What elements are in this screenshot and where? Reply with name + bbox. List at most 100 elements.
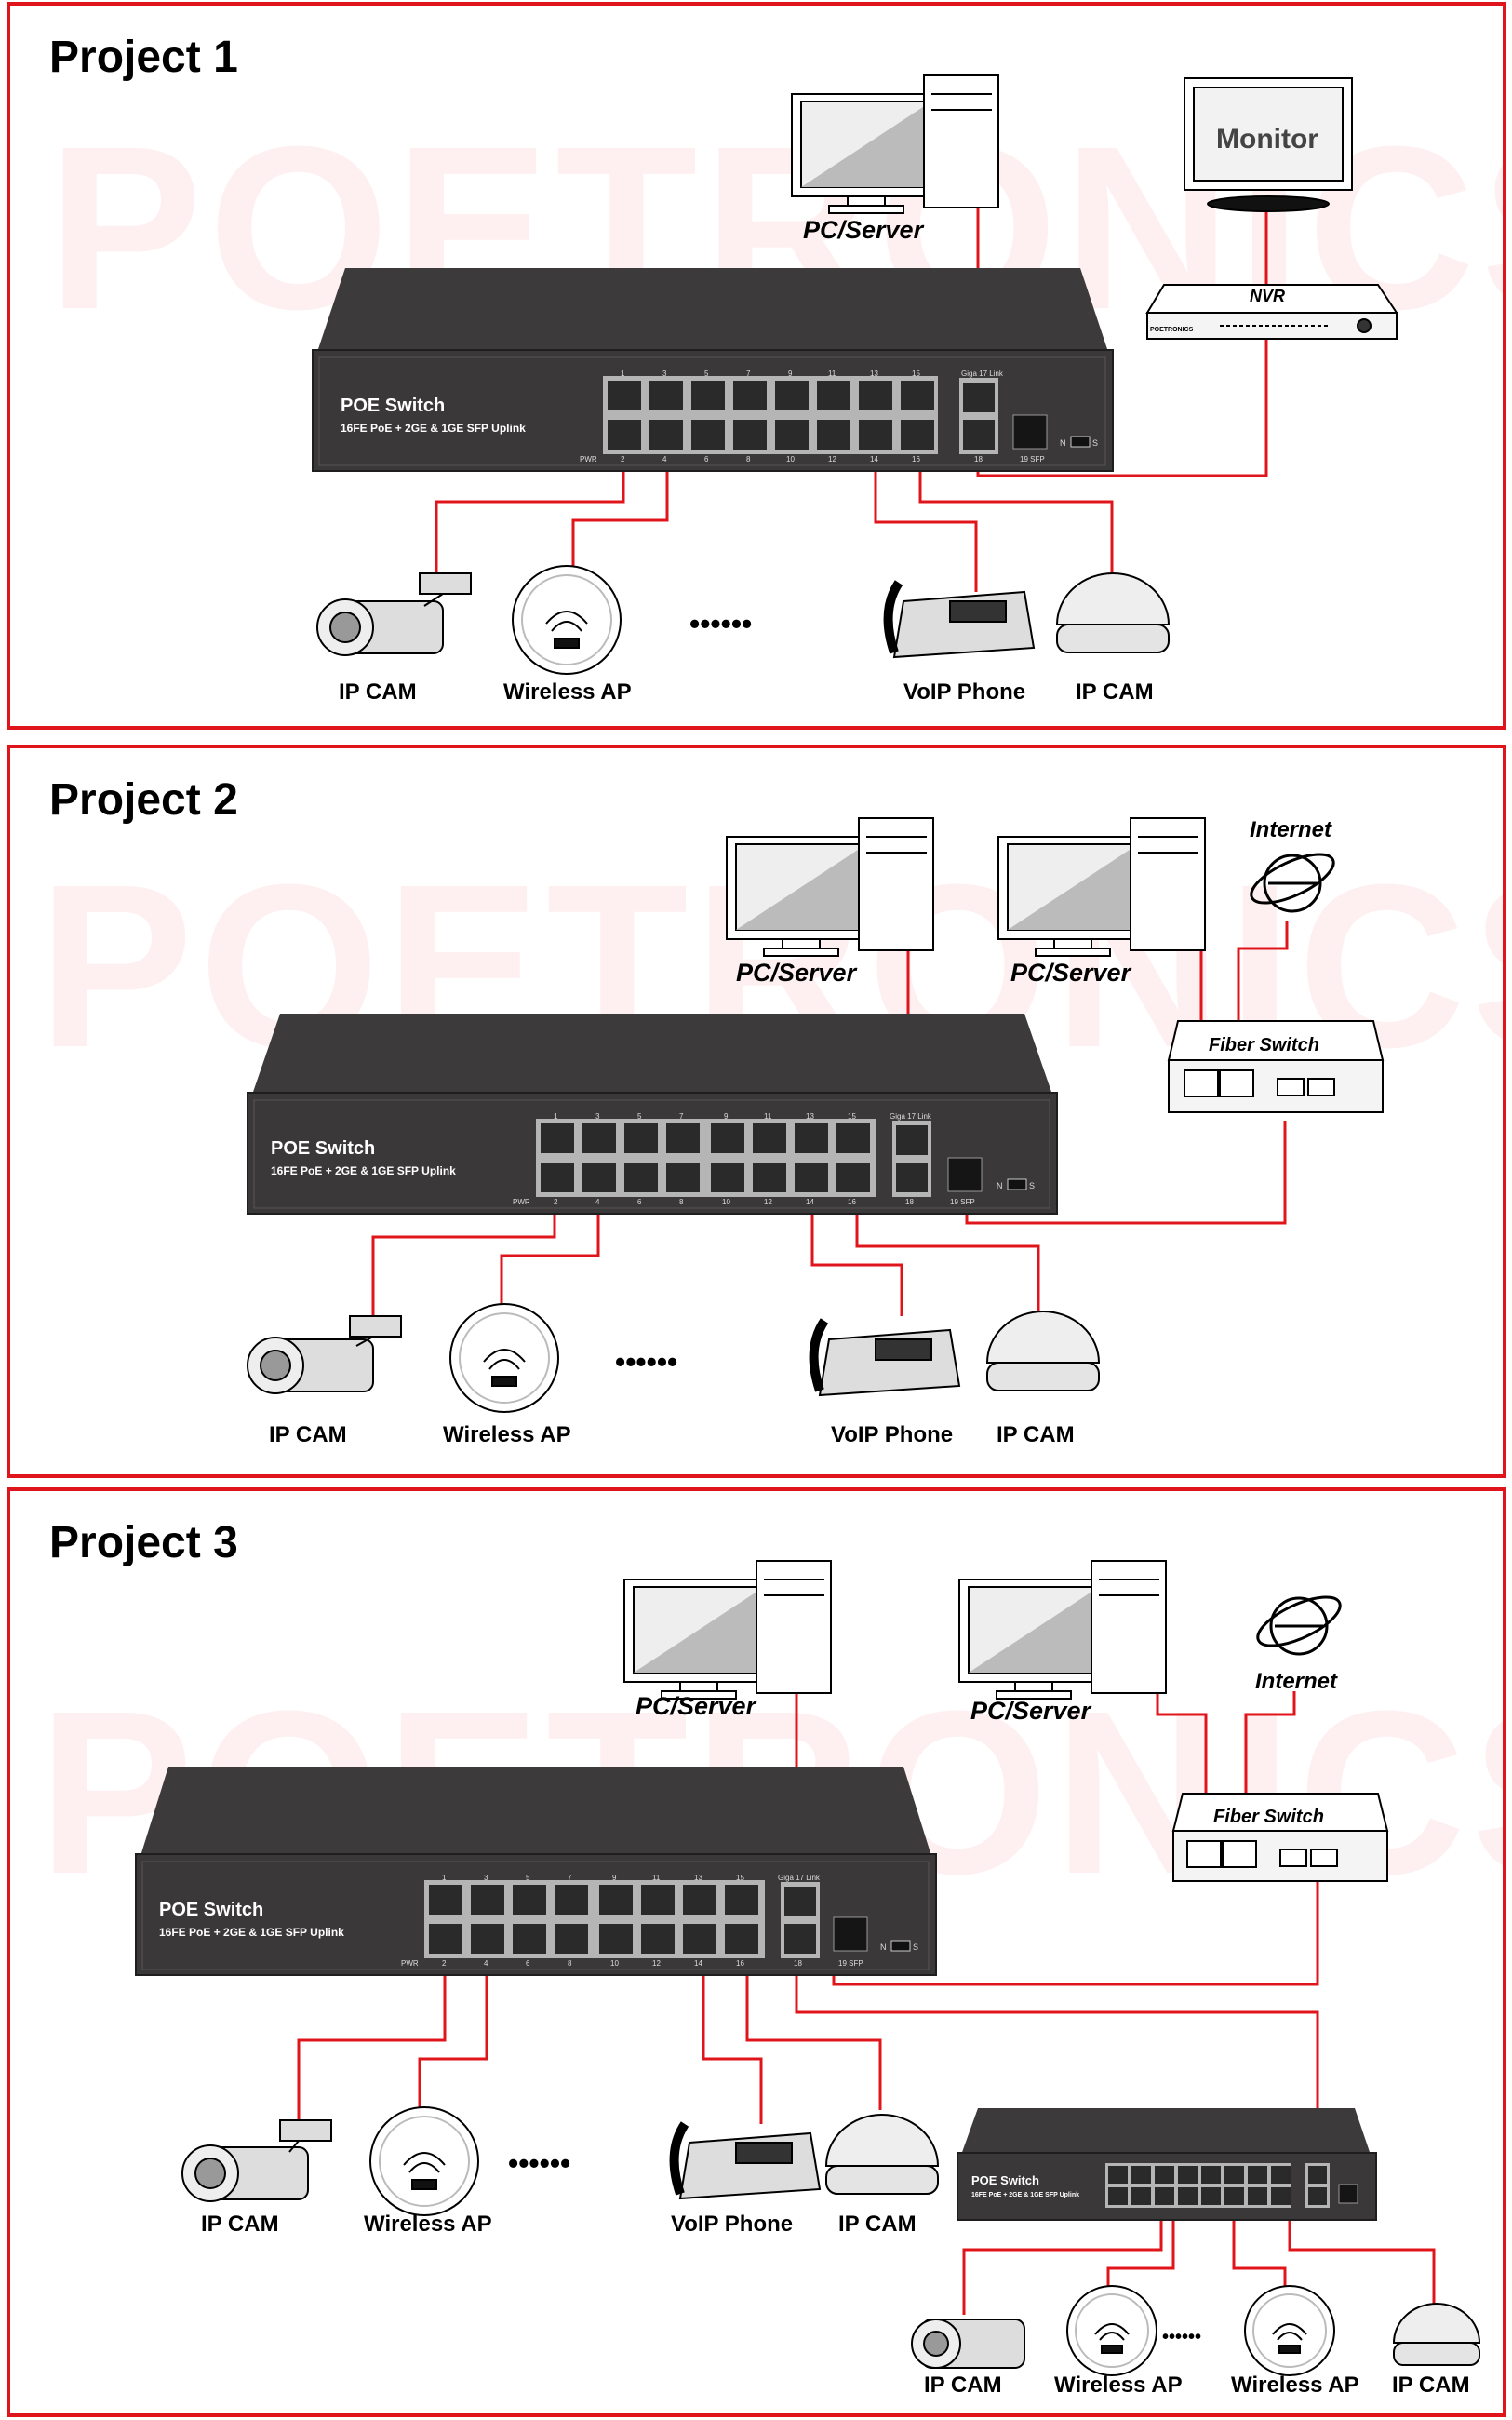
svg-text:12: 12 — [652, 1959, 661, 1968]
svg-text:11: 11 — [652, 1874, 661, 1882]
secondary-poe-switch: POE Switch 16FE PoE + 2GE & 1GE SFP Upli… — [957, 2108, 1377, 2221]
switch-title: POE Switch — [971, 2173, 1039, 2187]
svg-text:5: 5 — [526, 1874, 530, 1882]
uplink-ports — [781, 1882, 911, 1958]
svg-text:4: 4 — [662, 455, 667, 464]
svg-text:7: 7 — [568, 1874, 572, 1882]
wireless-ap-icon — [369, 2106, 479, 2216]
port-grid — [536, 1119, 876, 1197]
wireless-ap-label: Wireless AP — [443, 1422, 571, 1447]
svg-text:6: 6 — [637, 1198, 642, 1206]
switch-subtitle: 16FE PoE + 2GE & 1GE SFP Uplink — [341, 422, 526, 435]
project-3-diagram: POE Switch 16FE PoE + 2GE & 1GE SFP Upli… — [135, 1560, 1481, 2398]
wireless-ap-icon — [1066, 2285, 1157, 2376]
pc-server — [623, 1560, 832, 1700]
svg-text:8: 8 — [746, 455, 751, 464]
pc-server-label: PC/Server — [1010, 959, 1132, 987]
svg-text:5: 5 — [704, 370, 709, 378]
ip-cam-label: IP CAM — [269, 1422, 347, 1447]
voip-phone-label: VoIP Phone — [671, 2212, 793, 2237]
ip-cam-label: IP CAM — [1076, 679, 1154, 705]
more-devices-dots: •••••• — [689, 607, 752, 640]
internet-explorer-icon — [1250, 853, 1335, 913]
svg-text:1: 1 — [554, 1112, 558, 1121]
poe-switch: POE Switch 16FE PoE + 2GE & 1GE SFP Upli… — [247, 1014, 1058, 1215]
svg-text:PWR: PWR — [401, 1959, 419, 1968]
svg-text:8: 8 — [568, 1959, 572, 1968]
dome-camera-icon — [1392, 2303, 1481, 2366]
fiber-switch — [1171, 1793, 1389, 1882]
nvr-label: NVR — [1250, 287, 1285, 305]
switch-title: POE Switch — [271, 1138, 375, 1159]
wireless-ap-icon — [512, 565, 622, 675]
svg-text:PWR: PWR — [580, 455, 597, 464]
switch-subtitle: 16FE PoE + 2GE & 1GE SFP Uplink — [271, 1164, 456, 1177]
pc-server — [726, 817, 934, 957]
project-title: Project 2 — [49, 775, 238, 825]
dome-camera-icon — [824, 2114, 940, 2195]
uplink-ports — [892, 1121, 1027, 1197]
svg-text:N: N — [1060, 438, 1066, 448]
poe-switch: POE Switch 16FE PoE + 2GE & 1GE SFP Upli… — [312, 268, 1114, 472]
svg-text:2: 2 — [554, 1198, 558, 1206]
wireless-ap-label: Wireless AP — [364, 2212, 492, 2237]
svg-text:9: 9 — [612, 1874, 617, 1882]
more-devices-dots: •••••• — [508, 2146, 570, 2180]
ip-cam-label: IP CAM — [838, 2212, 917, 2237]
wireless-ap-label: Wireless AP — [1054, 2373, 1183, 2398]
svg-text:3: 3 — [662, 370, 667, 378]
voip-phone-icon — [809, 1318, 961, 1397]
monitor — [1184, 77, 1353, 212]
svg-text:14: 14 — [870, 455, 878, 464]
voip-phone-icon — [669, 2121, 822, 2200]
project-3-panel: POETRONICS Project 3 POE Switch 16FE PoE… — [7, 1487, 1506, 2417]
dome-camera-icon — [1055, 572, 1171, 653]
pc-server-label: PC/Server — [970, 1697, 1092, 1725]
svg-text:7: 7 — [746, 370, 751, 378]
svg-text:6: 6 — [704, 455, 709, 464]
switch-subtitle: 16FE PoE + 2GE & 1GE SFP Uplink — [971, 2192, 1079, 2198]
pc-server — [791, 74, 999, 214]
wireless-ap-label: Wireless AP — [503, 679, 632, 705]
svg-text:12: 12 — [764, 1198, 772, 1206]
svg-text:11: 11 — [828, 370, 836, 378]
pc-server — [997, 817, 1206, 957]
svg-text:13: 13 — [806, 1112, 814, 1121]
svg-text:3: 3 — [595, 1112, 600, 1121]
port-grid — [603, 376, 938, 454]
bullet-camera-icon — [911, 2319, 1025, 2369]
voip-phone-icon — [883, 580, 1036, 659]
bullet-camera-icon — [247, 1315, 402, 1394]
svg-text:2: 2 — [621, 455, 625, 464]
svg-text:S: S — [913, 1943, 918, 1952]
dome-camera-icon — [985, 1311, 1101, 1392]
svg-text:13: 13 — [870, 370, 878, 378]
svg-text:2: 2 — [442, 1959, 447, 1968]
svg-text:1: 1 — [621, 370, 625, 378]
poe-switch: POE Switch 16FE PoE + 2GE & 1GE SFP Upli… — [135, 1767, 937, 1976]
pc-server-label: PC/Server — [636, 1692, 757, 1720]
svg-text:14: 14 — [806, 1198, 814, 1206]
voip-phone-label: VoIP Phone — [903, 679, 1025, 705]
svg-text:9: 9 — [724, 1112, 729, 1121]
wireless-ap-label: Wireless AP — [1231, 2373, 1359, 2398]
svg-text:16: 16 — [736, 1959, 744, 1968]
wireless-ap-icon — [449, 1303, 559, 1413]
svg-text:Giga 17 Link: Giga 17 Link — [890, 1112, 932, 1121]
svg-text:16: 16 — [848, 1198, 856, 1206]
svg-text:S: S — [1029, 1181, 1035, 1190]
svg-text:10: 10 — [786, 455, 795, 464]
svg-text:12: 12 — [828, 455, 836, 464]
svg-text:N: N — [880, 1943, 887, 1952]
svg-text:13: 13 — [694, 1874, 702, 1882]
svg-text:4: 4 — [484, 1959, 488, 1968]
fiber-switch — [1167, 1020, 1385, 1113]
svg-text:7: 7 — [679, 1112, 684, 1121]
svg-text:5: 5 — [637, 1112, 642, 1121]
switch-subtitle: 16FE PoE + 2GE & 1GE SFP Uplink — [159, 1926, 344, 1939]
svg-text:S: S — [1092, 438, 1098, 448]
wireless-ap-icon — [1244, 2285, 1335, 2376]
internet-explorer-icon — [1256, 1595, 1342, 1656]
monitor-label: Monitor — [1216, 124, 1318, 155]
